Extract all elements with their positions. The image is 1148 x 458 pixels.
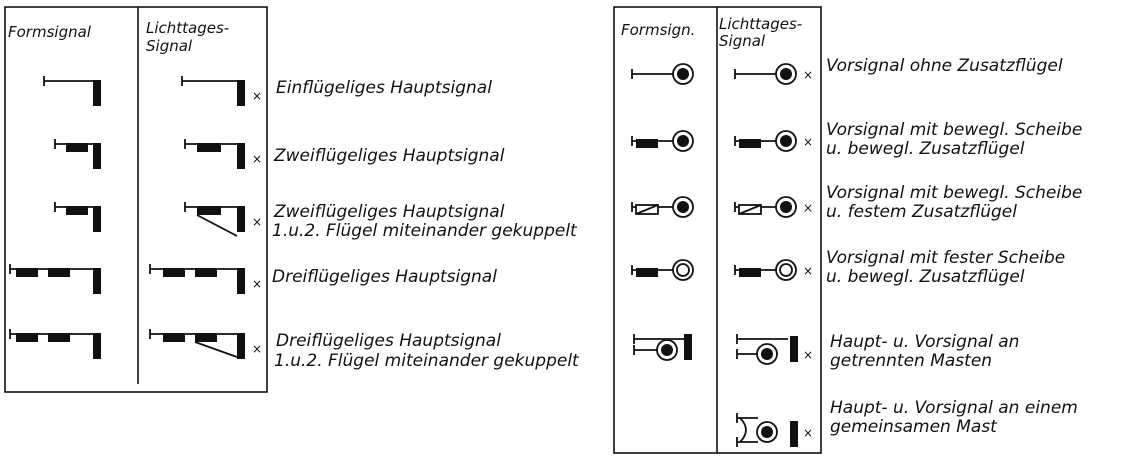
right-row-6-light-bracket <box>739 417 747 443</box>
right-row-3-light-disc-inner <box>780 201 792 213</box>
left-row-5-light-marker: × <box>252 342 262 356</box>
right-row-1-light-disc-inner <box>780 68 792 80</box>
right-row-2-label-b: u. bewegl. Zusatzflügel <box>826 139 1025 159</box>
left-row-5-light-coupling <box>194 341 238 358</box>
left-row-5-label-b: 1.u.2. Flügel miteinander gekuppelt <box>274 351 579 371</box>
left-row-1-light-marker: × <box>252 89 262 103</box>
right-row-5-light-marker: × <box>803 348 813 362</box>
left-row-1-label: Einflügeliges Hauptsignal <box>276 78 492 98</box>
left-header-lichttages-2: Signal <box>146 37 193 55</box>
right-row-1-label: Vorsignal ohne Zusatzflügel <box>826 56 1063 76</box>
right-row-6-light-main-mast <box>790 421 798 447</box>
right-row-3-label-a: Vorsignal mit bewegl. Scheibe <box>826 183 1083 203</box>
right-row-2-form-wing <box>636 139 658 148</box>
right-row-4-light-wing <box>739 268 761 277</box>
right-row-3-form-disc-inner <box>677 201 689 213</box>
right-header-lichttages-2: Signal <box>719 32 766 50</box>
left-row-5-form-wing-2 <box>48 333 70 342</box>
left-header-lichttages-1: Lichttages- <box>146 19 230 37</box>
left-row-5-light-wing-2 <box>195 333 217 342</box>
right-row-1-form-disc-inner <box>677 68 689 80</box>
left-row-5-form-mast <box>93 333 101 359</box>
left-row-4-light-wing-1 <box>163 268 185 277</box>
right-row-4-label-a: Vorsignal mit fester Scheibe <box>826 248 1066 268</box>
right-row-2-form-disc-inner <box>677 135 689 147</box>
right-row-4-light-marker: × <box>803 264 813 278</box>
right-row-5-form-main-mast <box>684 334 692 360</box>
left-row-4-form-mast <box>93 268 101 294</box>
left-table-frame <box>4 6 268 393</box>
left-row-4-light-marker: × <box>252 277 262 291</box>
left-row-2-label: Zweiflügeliges Hauptsignal <box>274 146 505 166</box>
right-row-6-light-disc-inner <box>761 426 773 438</box>
right-row-4-label-b: u. bewegl. Zusatzflügel <box>826 267 1025 287</box>
right-row-2-label-a: Vorsignal mit bewegl. Scheibe <box>826 120 1083 140</box>
right-row-6-label-a: Haupt- u. Vorsignal an einem <box>830 398 1078 418</box>
left-row-3-form-mast <box>93 206 101 232</box>
left-row-3-light-wing-1 <box>197 206 221 215</box>
right-row-6-label-b: gemeinsamen Mast <box>830 417 997 437</box>
right-row-4-form-wing <box>636 268 658 277</box>
right-row-5-form-disc-inner <box>661 344 673 356</box>
left-row-3-form-wing-1 <box>66 206 88 215</box>
left-row-4-light-wing-2 <box>195 268 217 277</box>
left-header-formsignal: Formsignal <box>8 23 91 41</box>
left-row-2-form-mast <box>93 143 101 169</box>
left-row-2-light-wing-1 <box>197 143 221 152</box>
right-row-3-light-marker: × <box>803 201 813 215</box>
right-row-2-light-marker: × <box>803 135 813 149</box>
right-row-6-light-marker: × <box>803 426 813 440</box>
left-row-1-form-mast <box>93 80 101 106</box>
left-row-5-light-wing-1 <box>163 333 185 342</box>
right-header-lichttages-1: Lichttages- <box>719 15 803 33</box>
right-row-4-form-disc-inner <box>676 263 690 277</box>
right-row-5-label-b: getrennten Masten <box>830 351 993 371</box>
left-row-5-label-a: Dreiflügeliges Hauptsignal <box>276 331 501 351</box>
right-row-2-light-disc-inner <box>780 135 792 147</box>
left-row-3-light-marker: × <box>252 215 262 229</box>
right-row-3-light-fixed-wing-diag <box>738 204 762 215</box>
left-row-3-light-mast <box>237 206 245 232</box>
left-row-4-label: Dreiflügeliges Hauptsignal <box>272 267 497 287</box>
left-row-3-label-a: Zweiflügeliges Hauptsignal <box>274 202 505 222</box>
right-row-1-light-marker: × <box>803 68 813 82</box>
right-row-2-light-wing <box>739 139 761 148</box>
left-row-4-light-mast <box>237 268 245 294</box>
left-row-4-form-wing-2 <box>48 268 70 277</box>
left-row-5-form-wing-1 <box>16 333 38 342</box>
left-row-3-light-coupling <box>196 214 238 237</box>
right-row-3-label-b: u. festem Zusatzflügel <box>826 202 1017 222</box>
left-row-1-light-mast <box>237 80 245 106</box>
left-row-3-label-b: 1.u.2. Flügel miteinander gekuppelt <box>272 221 577 241</box>
left-row-2-light-mast <box>237 143 245 169</box>
right-row-3-form-fixed-wing-diag <box>635 204 659 215</box>
right-header-formsign: Formsign. <box>621 21 696 39</box>
left-row-2-light-marker: × <box>252 152 262 166</box>
right-row-5-light-disc-inner <box>761 348 773 360</box>
left-row-2-form-wing-1 <box>66 143 88 152</box>
left-row-4-form-wing-1 <box>16 268 38 277</box>
right-row-5-light-main-mast <box>790 336 798 362</box>
right-row-4-light-disc-inner <box>779 263 793 277</box>
left-row-5-light-mast <box>237 333 245 359</box>
right-row-5-label-a: Haupt- u. Vorsignal an <box>830 332 1020 352</box>
